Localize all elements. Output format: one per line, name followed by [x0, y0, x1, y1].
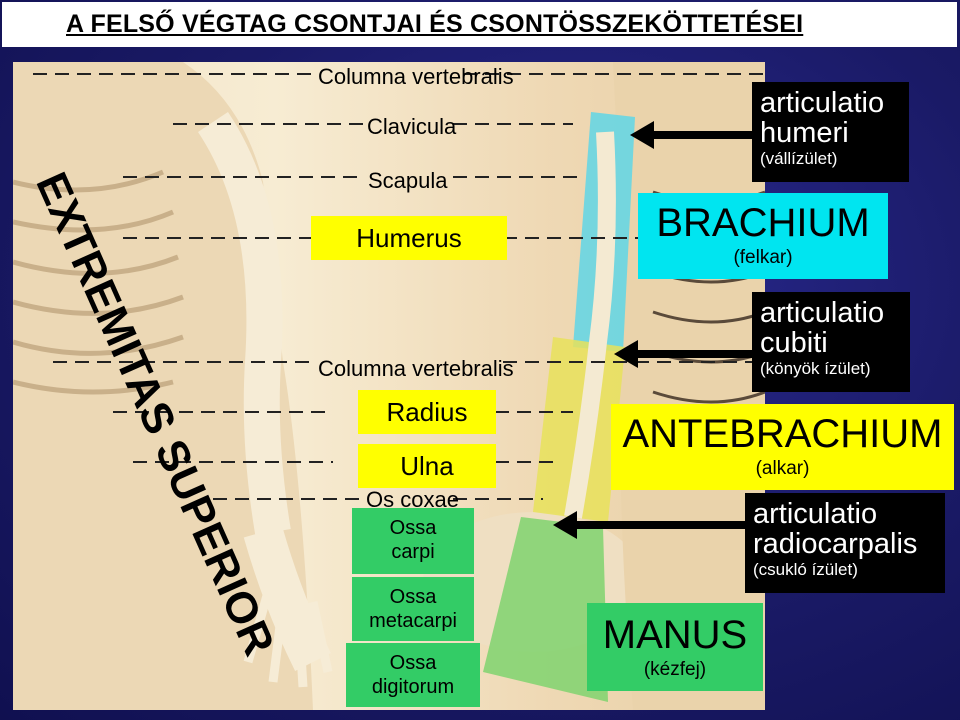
radiocarpalis-line1: articulatio [753, 498, 878, 530]
joint-humeri: articulatio humeri (vállízület) [752, 82, 909, 182]
joint-cubiti: articulatio cubiti (könyök ízület) [752, 292, 910, 392]
ossa-digitorum-line1: Ossa [389, 652, 437, 674]
humeri-subtitle: (vállízület) [760, 149, 838, 168]
label-radius: Radius [358, 390, 496, 434]
leader-lines [33, 73, 765, 500]
brachium-subtitle: (felkar) [733, 247, 793, 268]
antebrachium-title: ANTEBRACHIUM [622, 412, 943, 456]
left-ribs [13, 169, 184, 395]
label-scapula: Scapula [368, 168, 448, 193]
humerus-text: Humerus [356, 223, 462, 253]
ossa-carpi-line1: Ossa [389, 517, 437, 539]
ossa-metacarpi-line1: Ossa [389, 586, 437, 608]
antebrachium-subtitle: (alkar) [755, 458, 810, 479]
arrow-humeri-head [630, 121, 654, 149]
label-ulna: Ulna [358, 444, 496, 488]
arrow-humeri-shaft [652, 131, 754, 139]
right-arm-bone [564, 131, 616, 519]
humeri-line2: humeri [760, 117, 849, 149]
label-columna-vertebralis-top: Columna vertebralis [318, 64, 514, 89]
region-antebrachium: ANTEBRACHIUM (alkar) [611, 404, 954, 490]
arrow-radiocarpalis-shaft [575, 521, 747, 529]
page-title: A FELSŐ VÉGTAG CSONTJAI ÉS CSONTÖSSZEKÖT… [66, 10, 804, 38]
ossa-metacarpi-line2: metacarpi [369, 610, 457, 632]
label-ossa-digitorum: Ossa digitorum [346, 643, 480, 707]
radiocarpalis-subtitle: (csukló ízület) [753, 560, 858, 579]
region-brachium: BRACHIUM (felkar) [638, 193, 888, 279]
manus-highlight [483, 517, 608, 702]
ossa-digitorum-line2: digitorum [371, 676, 455, 698]
joint-radiocarpalis: articulatio radiocarpalis (csukló ízület… [745, 493, 945, 593]
brachium-title: BRACHIUM [656, 201, 870, 245]
label-os-coxae: Os coxae [366, 487, 459, 512]
arrow-radiocarpalis-head [553, 511, 577, 539]
cubiti-line1: articulatio [760, 297, 885, 329]
manus-subtitle: (kézfej) [643, 659, 707, 680]
ulna-text: Ulna [400, 451, 454, 481]
radius-text: Radius [386, 397, 468, 427]
left-fingers [243, 590, 333, 688]
humeri-line1: articulatio [760, 87, 885, 119]
arrow-cubiti-shaft [636, 350, 754, 358]
manus-title: MANUS [602, 613, 748, 657]
label-ossa-metacarpi: Ossa metacarpi [352, 577, 474, 641]
label-columna-vertebralis-mid: Columna vertebralis [318, 356, 514, 381]
cubiti-subtitle: (könyök ízület) [760, 359, 871, 378]
title-bar: A FELSŐ VÉGTAG CSONTJAI ÉS CSONTÖSSZEKÖT… [2, 2, 957, 47]
label-ossa-carpi: Ossa carpi [352, 508, 474, 574]
label-humerus: Humerus [311, 216, 507, 260]
radiocarpalis-line2: radiocarpalis [753, 528, 918, 560]
ossa-carpi-line2: carpi [391, 541, 435, 563]
label-clavicula: Clavicula [367, 114, 457, 139]
left-hand [243, 526, 331, 671]
region-manus: MANUS (kézfej) [587, 603, 763, 691]
arrow-cubiti-head [614, 340, 638, 368]
cubiti-line2: cubiti [760, 327, 828, 359]
